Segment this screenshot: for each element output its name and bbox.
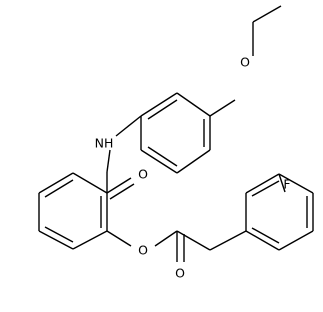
fluorophenyl-ring: [209, 173, 314, 251]
bond: [106, 149, 111, 173]
ethoxy-group: O: [209, 5, 282, 117]
ethoxy-oxygen-label: O: [240, 55, 250, 70]
bond: [176, 149, 211, 174]
fluorine-label: F: [283, 177, 290, 192]
bond: [38, 172, 74, 194]
double-bond-inner: [251, 227, 280, 244]
bond: [115, 115, 142, 137]
bond: [176, 230, 211, 251]
double-bond-inner: [109, 183, 135, 200]
bond: [252, 5, 282, 23]
amide-nh-group: NH: [95, 115, 142, 173]
bond: [106, 230, 132, 247]
ketone-oxygen-label: O: [175, 266, 185, 281]
phenoxy-ether-linker: O: [106, 230, 178, 258]
phenoxy-oxygen-label: O: [138, 243, 148, 258]
bond: [154, 230, 178, 247]
bond: [209, 230, 247, 251]
bond: [209, 99, 236, 117]
double-bond-inner: [147, 99, 178, 120]
fluoro-group: F: [278, 173, 291, 193]
amide-nh-label: NH: [95, 136, 114, 151]
bond: [72, 230, 108, 250]
bond: [38, 230, 74, 250]
bond: [140, 149, 178, 174]
bond: [140, 92, 178, 117]
bond: [106, 177, 132, 194]
double-bond-inner: [44, 226, 74, 243]
bond: [176, 92, 211, 117]
bond: [278, 230, 314, 251]
bond: [278, 173, 286, 193]
bond: [278, 173, 314, 194]
benzamide-ring: [38, 172, 108, 250]
ketone-carbonyl: O: [175, 230, 211, 281]
ethoxyphenyl-ring: [140, 92, 211, 174]
double-bond-inner: [251, 180, 280, 197]
bond: [245, 230, 280, 251]
amide-oxygen-label: O: [138, 167, 148, 182]
double-bond-inner: [44, 179, 74, 198]
amide-carbonyl: O: [106, 167, 148, 200]
double-bond-inner: [147, 146, 178, 167]
bond: [245, 173, 280, 194]
bond: [72, 172, 108, 194]
